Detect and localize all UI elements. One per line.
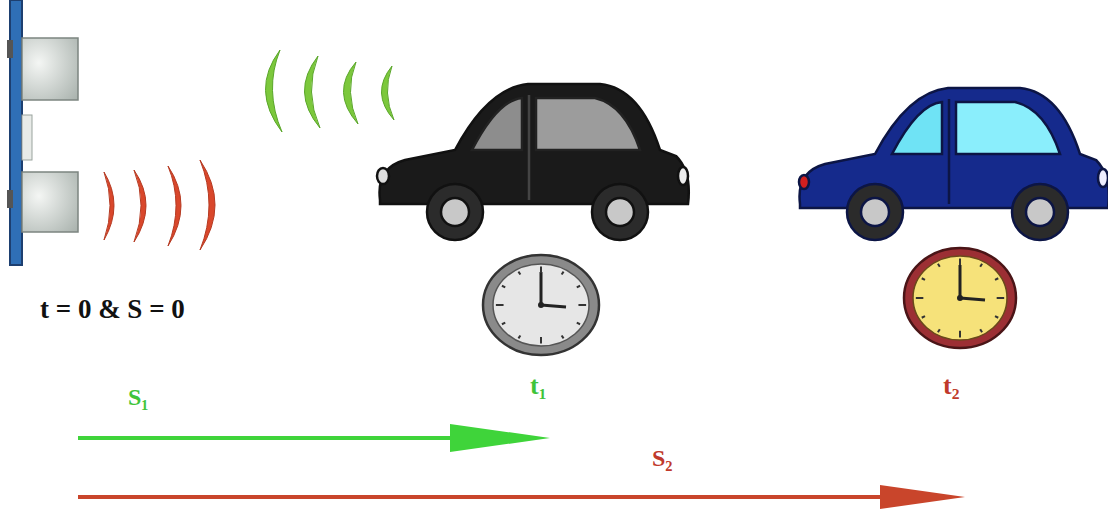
start-condition: t = 0 & S = 0: [40, 296, 185, 323]
blue-car-part: [847, 184, 903, 240]
ultrasonic-sensor-part: [22, 38, 78, 100]
clock-tick: [518, 272, 520, 275]
clock-part: [540, 272, 543, 305]
clock-tick: [938, 329, 940, 332]
clock-tick: [916, 297, 924, 299]
echo-waves-part: [343, 62, 358, 124]
clock-tick: [502, 286, 505, 288]
clock-tick: [540, 337, 542, 344]
black-car-part: [377, 168, 389, 184]
emitted-waves-part: [200, 160, 215, 250]
clock-part: [493, 264, 589, 346]
distance-arrow-s1-part: [450, 424, 550, 452]
black-car-part: [678, 167, 688, 185]
black-car-part: [472, 98, 522, 150]
blue-car-part: [1026, 198, 1054, 226]
clock-tick: [995, 316, 998, 318]
clock-tick: [518, 336, 520, 339]
emitted-waves-part: [134, 170, 146, 242]
clock-part: [541, 305, 566, 307]
distance-arrow-s2-part: [78, 495, 890, 499]
clock: [904, 248, 1016, 348]
distance-arrow-s1: [78, 424, 550, 452]
black-car-part: [380, 84, 689, 204]
clock-part: [538, 302, 544, 308]
ultrasonic-sensor: [7, 0, 78, 265]
black-car-part: [592, 184, 648, 240]
clock: [483, 255, 599, 355]
clock-part: [904, 248, 1016, 348]
blue-car-part: [1098, 169, 1108, 187]
ultrasonic-sensor-part: [22, 115, 32, 160]
distance-arrow-s2-part: [880, 485, 965, 509]
black-car-part: [536, 98, 640, 150]
clock-tick: [997, 297, 1005, 299]
emitted-waves: [104, 160, 215, 250]
ultrasonic-sensor-part: [7, 190, 13, 208]
ultrasonic-sensor-part: [7, 40, 13, 58]
ultrasonic-sensor-part: [10, 0, 22, 265]
time-label: t₁: [530, 373, 546, 399]
blue-car-part: [861, 198, 889, 226]
ultrasonic-sensor-part: [22, 172, 78, 232]
echo-waves: [265, 50, 394, 132]
clock-tick: [980, 264, 982, 267]
black-car: [377, 84, 689, 240]
clock-part: [483, 255, 599, 355]
clock-tick: [995, 278, 998, 280]
clock-tick: [980, 329, 982, 332]
clock-tick: [938, 264, 940, 267]
echo-waves-part: [265, 50, 282, 132]
clock-part: [913, 256, 1007, 340]
black-car-part: [441, 198, 469, 226]
blue-car-part: [948, 99, 951, 204]
clock-tick: [562, 336, 564, 339]
clock-tick: [959, 331, 961, 338]
blue-car-part: [956, 102, 1060, 154]
distance-arrow-s1-part: [78, 436, 470, 440]
blue-car-part: [799, 175, 809, 189]
clock-tick: [578, 304, 586, 306]
clock-tick: [577, 286, 580, 288]
echo-waves-part: [381, 66, 394, 120]
clock-tick: [562, 272, 564, 275]
black-car-part: [606, 198, 634, 226]
clock-tick: [922, 316, 925, 318]
blue-car-part: [800, 88, 1108, 208]
time-label: t₂: [943, 373, 959, 399]
distance-label: S₂: [652, 446, 673, 470]
emitted-waves-part: [104, 172, 114, 240]
black-car-part: [528, 95, 531, 200]
blue-car-part: [892, 102, 942, 154]
distance-label: S₁: [128, 385, 149, 409]
clock-part: [959, 265, 962, 298]
echo-waves-part: [304, 56, 320, 128]
blue-car-part: [1012, 184, 1068, 240]
clock-tick: [922, 278, 925, 280]
clock-tick: [540, 266, 542, 273]
emitted-waves-part: [168, 166, 181, 246]
clock-tick: [959, 259, 961, 266]
clock-part: [957, 295, 963, 301]
clock-part: [960, 298, 985, 300]
black-car-part: [427, 184, 483, 240]
clock-tick: [496, 304, 504, 306]
blue-car: [799, 88, 1108, 240]
clock-tick: [502, 323, 505, 325]
clock-ticks: [496, 259, 1004, 344]
clock-tick: [577, 323, 580, 325]
distance-arrow-s2: [78, 485, 965, 509]
